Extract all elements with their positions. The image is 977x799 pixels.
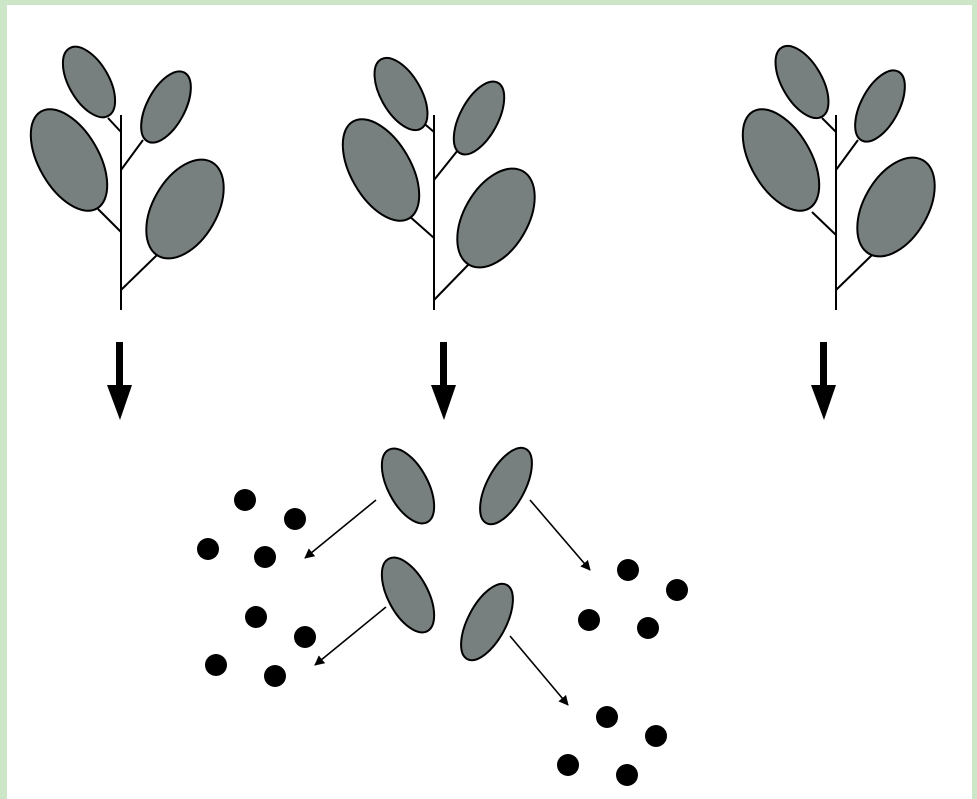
arrow-to-dots-upper-left [305,500,376,558]
arrow-to-dots-upper-right [530,500,590,570]
dot-group-lower-right [557,706,667,786]
loose-leaf [451,576,524,668]
dot-group-lower-left [205,606,316,687]
arrow-to-dots-lower-left [315,607,386,665]
leaf [443,74,514,162]
leaf [841,144,950,270]
leaf [131,64,201,151]
loose-leaf [470,440,543,532]
leaf [441,155,550,281]
leaf [845,63,915,150]
arrow-to-dots-lower-right [510,636,568,705]
spread-arrows [305,500,590,705]
loose-leaf [371,549,445,640]
down-arrow-right [811,342,836,420]
down-arrow-middle [431,342,456,420]
loose-leaves [371,440,542,668]
dot-group-upper-left [197,489,306,568]
down-arrows [107,342,836,420]
plant-left [15,38,240,310]
dots [197,489,688,786]
loose-leaf [371,440,445,531]
down-arrow-left [107,342,132,420]
plant-middle [327,49,551,310]
leaf [130,146,239,272]
plant-right [727,37,951,310]
dot-group-upper-right [578,559,688,639]
